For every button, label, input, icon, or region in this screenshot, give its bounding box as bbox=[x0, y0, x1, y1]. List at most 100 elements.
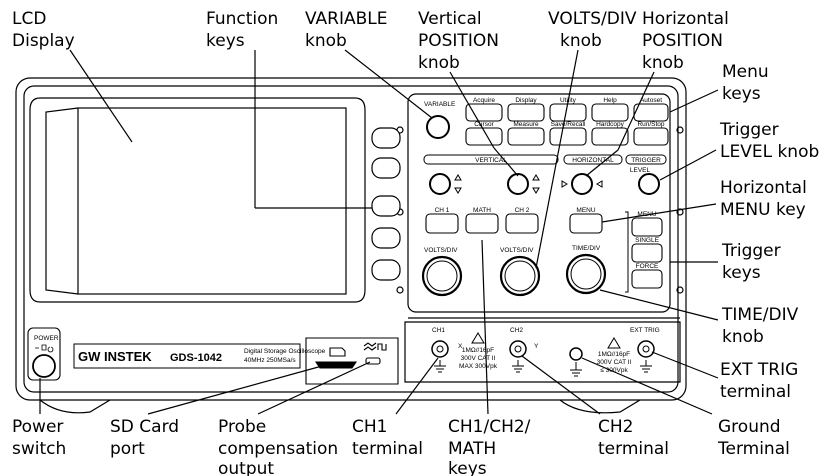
time-div-knob[interactable] bbox=[565, 253, 607, 295]
leader-menu-keys bbox=[669, 89, 719, 113]
autoset-button[interactable] bbox=[633, 103, 669, 122]
ch2-volts-div-knob[interactable] bbox=[499, 255, 541, 297]
horizontal-trigger-keys bbox=[569, 213, 663, 289]
lcd-bezel-side bbox=[45, 107, 79, 295]
acquire-label: Acquire bbox=[473, 97, 495, 104]
horizontal-menu-label: MENU bbox=[576, 207, 595, 214]
channel-keys bbox=[425, 213, 539, 234]
help-button[interactable] bbox=[591, 103, 629, 122]
ground-icon bbox=[570, 362, 582, 377]
ground-terminal[interactable] bbox=[569, 347, 583, 361]
ch1-vertical-position-knob[interactable] bbox=[429, 173, 451, 195]
sd-card-icon bbox=[329, 347, 346, 357]
horizontal-section-label: HORIZONTAL bbox=[572, 157, 614, 164]
connector-strip bbox=[404, 321, 681, 383]
trigger-level-knob[interactable] bbox=[638, 173, 660, 195]
leader-ch-math-keys bbox=[481, 239, 489, 415]
ch1-volts-div-knob[interactable] bbox=[421, 255, 463, 297]
level-label: LEVEL bbox=[630, 167, 651, 174]
horizontal-position-knob[interactable] bbox=[571, 173, 593, 195]
leader-ground bbox=[581, 357, 713, 415]
run-stop-button[interactable] bbox=[633, 127, 669, 146]
trigger-keys-bracket bbox=[625, 211, 629, 293]
leader-trigger-level bbox=[659, 149, 717, 181]
sd-probe-recess bbox=[305, 337, 399, 385]
function-key-1[interactable] bbox=[371, 127, 401, 149]
variable-label: VARIABLE bbox=[424, 101, 456, 108]
acquire-button[interactable] bbox=[465, 103, 503, 122]
ch2-terminal-label: CH2 bbox=[510, 327, 523, 334]
power-symbols-icon bbox=[35, 344, 54, 353]
function-key-4[interactable] bbox=[371, 227, 401, 249]
ch1-updown-arrows-icon bbox=[454, 174, 462, 194]
ch1-button[interactable] bbox=[425, 213, 459, 234]
leader-lines bbox=[39, 49, 719, 415]
help-label: Help bbox=[603, 97, 617, 104]
force-button[interactable] bbox=[631, 269, 663, 289]
lcd-display bbox=[77, 107, 347, 295]
brand-area: GW INSTEK GDS-1042 Digital Storage Oscil… bbox=[73, 343, 326, 369]
y-mark: Y bbox=[534, 343, 539, 350]
probe-wave-icon bbox=[363, 342, 377, 351]
measure-button[interactable] bbox=[507, 127, 545, 146]
position-arrows bbox=[454, 174, 603, 194]
inner-casing bbox=[23, 85, 679, 393]
function-key-2[interactable] bbox=[371, 157, 401, 179]
single-button[interactable] bbox=[631, 243, 663, 263]
cursor-label: Cursor bbox=[474, 121, 494, 128]
trigger-menu-button[interactable] bbox=[631, 217, 663, 237]
leader-ext-trig bbox=[651, 351, 719, 379]
ch2-volts-div-label: VOLTS/DIV bbox=[500, 247, 534, 254]
hardcopy-label: Hardcopy bbox=[596, 121, 625, 128]
position-knobs bbox=[429, 173, 660, 195]
math-button[interactable] bbox=[465, 213, 499, 234]
section-bars bbox=[423, 154, 667, 165]
power-label: POWER bbox=[34, 335, 59, 342]
square-wave-icon bbox=[377, 343, 387, 351]
brand-logo: GW INSTEK bbox=[78, 349, 152, 364]
left-foot bbox=[39, 399, 111, 414]
display-button[interactable] bbox=[507, 103, 545, 122]
leader-volts-div bbox=[535, 49, 579, 269]
leader-ch2-terminal bbox=[521, 355, 601, 415]
function-key-5[interactable] bbox=[371, 259, 401, 281]
sd-and-probe-area bbox=[305, 337, 399, 385]
ch2-vertical-position-knob[interactable] bbox=[507, 173, 529, 195]
force-label: FORCE bbox=[636, 263, 659, 270]
sd-card-slot[interactable] bbox=[314, 361, 358, 369]
save-recall-button[interactable] bbox=[549, 127, 587, 146]
ch2-button[interactable] bbox=[505, 213, 539, 234]
time-div-label: TIME/DIV bbox=[572, 245, 601, 252]
control-panel bbox=[407, 93, 671, 313]
ch2-key-label: CH 2 bbox=[515, 207, 530, 214]
leader-sd-card bbox=[147, 365, 323, 415]
leader-variable bbox=[344, 49, 433, 119]
ext-ground-icon bbox=[640, 360, 652, 373]
horizontal-menu-button[interactable] bbox=[569, 213, 603, 234]
power-switch[interactable] bbox=[32, 354, 56, 378]
hardcopy-button[interactable] bbox=[591, 127, 629, 146]
menu-keys bbox=[465, 103, 669, 146]
math-key-label: MATH bbox=[473, 207, 491, 214]
cursor-button[interactable] bbox=[465, 127, 503, 146]
ch2-ground-icon bbox=[512, 360, 524, 373]
function-key-3[interactable] bbox=[371, 195, 401, 217]
variable-knob-group: VARIABLE bbox=[424, 101, 456, 139]
oscilloscope-body bbox=[15, 77, 687, 414]
utility-button[interactable] bbox=[549, 103, 587, 122]
model-number: GDS-1042 bbox=[170, 352, 222, 364]
variable-knob[interactable] bbox=[426, 115, 450, 139]
leader-probe-comp bbox=[257, 361, 371, 415]
